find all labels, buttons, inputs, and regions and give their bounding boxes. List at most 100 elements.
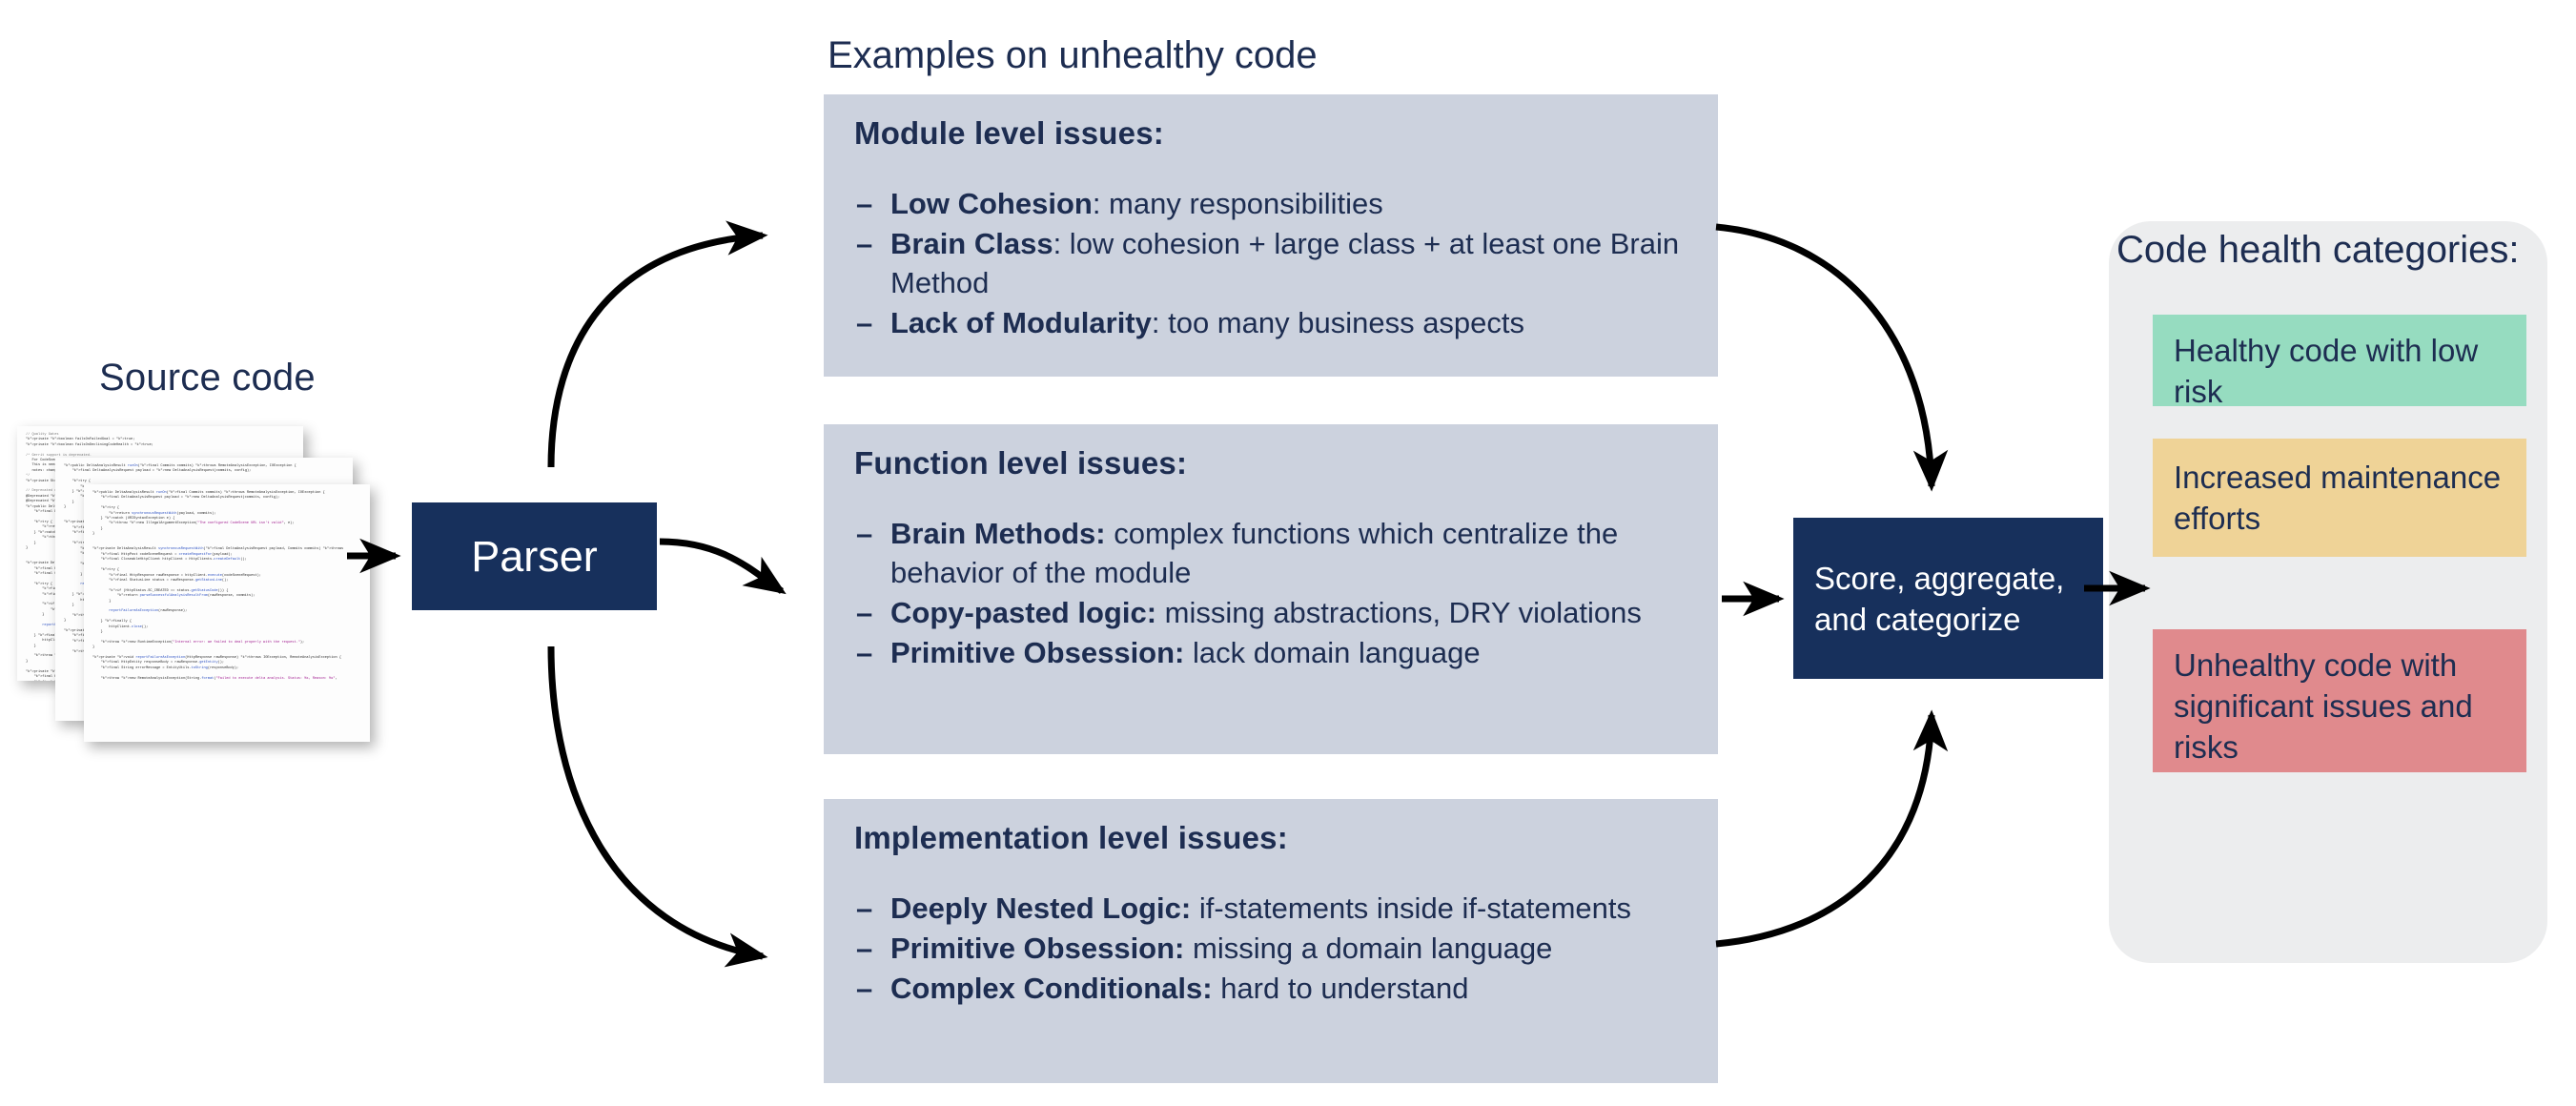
source-code-label: Source code (99, 357, 316, 399)
issue-description: lack domain language (1184, 636, 1481, 669)
health-category-label: Unhealthy code with significant issues a… (2174, 647, 2473, 765)
code-line: } (64, 572, 83, 577)
code-line: "k">try { (33, 582, 53, 586)
issue-description: : many responsibilities (1092, 187, 1383, 220)
code-line: } (64, 603, 74, 607)
code-line: } (92, 526, 103, 531)
issue-term: Primitive Obsession: (890, 636, 1185, 669)
issue-term: Copy-pasted logic: (890, 596, 1157, 629)
code-line: "k">private "k">boolean failsOnDeclining… (26, 442, 153, 447)
issue-box-function-level: Function level issues: –Brain Methods: c… (824, 424, 1718, 754)
issue-term: Complex Conditionals: (890, 972, 1213, 1005)
bullet-dash: – (856, 972, 873, 1005)
issue-item: –Brain Class: low cohesion + large class… (854, 224, 1693, 302)
bullet-dash: – (856, 306, 873, 339)
bullet-dash: – (856, 596, 873, 629)
code-line: "k">final DeltaAnalysisRequest payload =… (100, 496, 280, 501)
code-line: "k">private DeltaAnalysisResult synchron… (92, 547, 344, 552)
code-line: } (92, 629, 103, 634)
code-line: "k">final HttpPost codeSceneRequest = cr… (100, 552, 233, 557)
code-line: "k">throw "k">new RuntimeException("Inte… (100, 640, 305, 645)
arrow-parser-to-module-issues (547, 220, 768, 468)
score-box-label: Score, aggregate, and categorize (1814, 560, 2065, 637)
issue-description: if-statements inside if-statements (1191, 891, 1631, 925)
code-line: "k">throw "k">new IllegalArgumentExcepti… (109, 522, 295, 526)
bullet-dash: – (856, 891, 873, 925)
issue-list: –Low Cohesion: many responsibilities–Bra… (854, 184, 1693, 342)
code-line: } (92, 532, 95, 537)
code-line: "k">public DeltaAnalysisResult runOn("k"… (64, 464, 296, 468)
issue-term: Primitive Obsession: (890, 932, 1185, 965)
issue-term: Deeply Nested Logic: (890, 891, 1192, 925)
issue-list: –Deeply Nested Logic: if-statements insi… (854, 889, 1693, 1008)
issue-description: hard to understand (1212, 972, 1469, 1005)
issue-description: : low cohesion + large class + at least … (890, 227, 1680, 299)
health-category-label: Increased maintenance efforts (2174, 460, 2502, 536)
code-line: "k">try { (100, 568, 120, 573)
health-category-label: Healthy code with low risk (2174, 333, 2479, 409)
issue-item: –Complex Conditionals: hard to understan… (854, 969, 1693, 1008)
code-line: reportFailureAsException(rawResponse); (109, 609, 188, 614)
issue-box-heading: Implementation level issues: (854, 820, 1288, 855)
bullet-dash: – (856, 517, 873, 550)
code-health-title: Code health categories: (2116, 229, 2520, 271)
bullet-dash: – (856, 187, 873, 220)
code-line: */ (26, 474, 31, 479)
issue-box-heading: Module level issues: (854, 115, 1164, 151)
score-aggregate-categorize-box[interactable]: Score, aggregate, and categorize (1793, 518, 2103, 679)
code-line: "k">final StatusLine status = rawRespons… (109, 578, 229, 583)
issue-item: –Primitive Obsession: lack domain langua… (854, 633, 1693, 672)
code-line: "k">final String errorMessage = EntityUt… (100, 666, 239, 670)
issue-description: missing a domain language (1184, 932, 1553, 965)
health-category-healthy[interactable]: Healthy code with low risk (2153, 315, 2526, 409)
bullet-dash: – (856, 932, 873, 965)
code-line: "k">try { (100, 506, 120, 511)
code-line: } "k">catch (URISyntaxException e) { (92, 517, 175, 522)
code-line: "k">final HttpResponse rawResponse = htt… (109, 573, 261, 578)
health-category-unhealthy[interactable]: Unhealthy code with significant issues a… (2153, 629, 2526, 772)
bullet-dash: – (856, 227, 873, 260)
health-category-increased-maintenance[interactable]: Increased maintenance efforts (2153, 439, 2526, 557)
code-line: "k">try { (33, 520, 53, 524)
arrow-parser-to-implementation-issues (547, 645, 768, 968)
issue-box-module-level: Module level issues: –Low Cohesion: many… (824, 94, 1718, 377)
code-line: } (26, 613, 45, 618)
code-line: // Quality Gates (26, 433, 59, 437)
code-line: } (26, 659, 29, 664)
code-line: } (64, 500, 74, 504)
code-lines-front: "k">public DeltaAnalysisResult runOn("k"… (92, 491, 364, 682)
code-line: } (26, 644, 36, 648)
issue-item: –Lack of Modularity: too many business a… (854, 303, 1693, 342)
code-line: "k">private "k">boolean failsOnFailedGoa… (26, 438, 135, 442)
code-line: "k">try { (72, 480, 92, 484)
code-line: } (26, 541, 36, 545)
code-line: } "k">finally { (92, 620, 133, 625)
code-line: } (92, 645, 95, 650)
issue-box-implementation-level: Implementation level issues: –Deeply Nes… (824, 799, 1718, 1083)
code-line: "k">final DeltaAnalysisRequest payload =… (72, 469, 252, 474)
arrow-implementation-issues-to-score (1715, 709, 1949, 948)
code-line: "k">public DeltaAnalysisResult runOn("k"… (92, 491, 325, 495)
code-line: "k">private "k">void reportFailureAsExce… (92, 656, 342, 660)
code-line: /* Gerrit support is deprecated. (26, 453, 92, 458)
issue-term: Brain Class (890, 227, 1053, 260)
issue-item: –Brain Methods: complex functions which … (854, 514, 1693, 592)
issue-description: complex functions which centralize the b… (890, 517, 1619, 589)
source-code-sheet-front: "k">public DeltaAnalysisResult runOn("k"… (84, 484, 370, 742)
issue-item: –Copy-pasted logic: missing abstractions… (854, 593, 1693, 632)
code-line: "k">return parseSuccessfulAnalysisResult… (116, 594, 256, 599)
code-line: } (64, 505, 67, 510)
issue-term: Low Cohesion (890, 187, 1093, 220)
code-line: } (64, 619, 67, 624)
code-line: "k">return synchronousRequestWith(payloa… (109, 511, 216, 516)
issue-item: –Low Cohesion: many responsibilities (854, 184, 1693, 223)
code-line: } (92, 599, 112, 604)
parser-box[interactable]: Parser (412, 502, 657, 610)
issue-item: –Primitive Obsession: missing a domain l… (854, 929, 1693, 968)
issue-term: Lack of Modularity (890, 306, 1152, 339)
code-line: } (26, 545, 29, 550)
code-line: httpClient.close(); (92, 625, 149, 629)
code-line: "k">final HttpEntity responseBody = rawR… (100, 661, 225, 666)
examples-title: Examples on unhealthy code (828, 34, 1318, 76)
